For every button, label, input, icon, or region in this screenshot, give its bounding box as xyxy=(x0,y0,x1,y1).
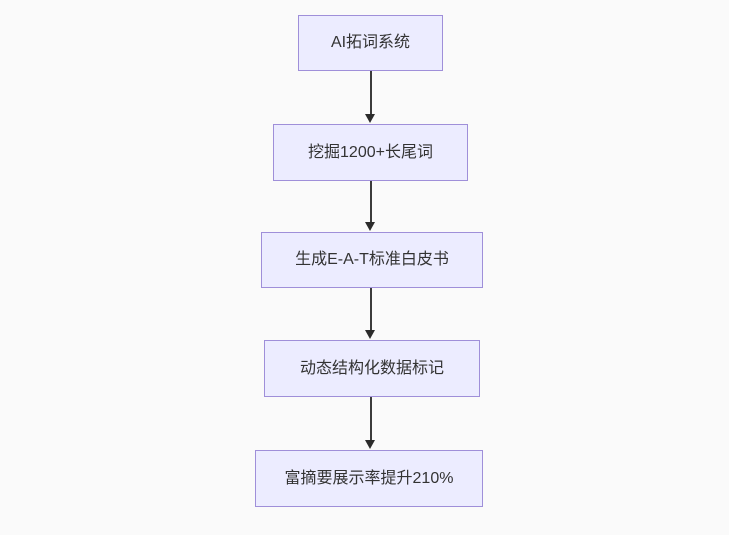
flow-edge-4 xyxy=(365,397,376,449)
flow-node-rich-snippet-result: 富摘要展示率提升210% xyxy=(255,450,483,507)
flow-node-longtail-mining: 挖掘1200+长尾词 xyxy=(273,124,468,181)
flow-node-structured-data-markup: 动态结构化数据标记 xyxy=(264,340,480,397)
edge-line xyxy=(369,397,372,441)
flow-node-label: 生成E-A-T标准白皮书 xyxy=(295,251,449,269)
edge-line xyxy=(369,71,372,115)
edge-line xyxy=(369,181,372,223)
flow-edge-3 xyxy=(365,288,376,339)
flow-edge-2 xyxy=(365,181,376,231)
arrow-down-icon xyxy=(365,330,375,339)
flow-edge-1 xyxy=(365,71,376,123)
flow-node-eat-whitepaper: 生成E-A-T标准白皮书 xyxy=(261,232,483,288)
flow-node-label: 富摘要展示率提升210% xyxy=(284,469,454,487)
edge-line xyxy=(369,288,372,331)
flow-node-label: 挖掘1200+长尾词 xyxy=(308,143,433,161)
arrow-down-icon xyxy=(365,114,375,123)
arrow-down-icon xyxy=(365,222,375,231)
arrow-down-icon xyxy=(365,440,375,449)
flow-node-ai-keyword-system: AI拓词系统 xyxy=(298,15,443,71)
flow-node-label: 动态结构化数据标记 xyxy=(299,359,444,377)
flow-node-label: AI拓词系统 xyxy=(330,34,411,52)
